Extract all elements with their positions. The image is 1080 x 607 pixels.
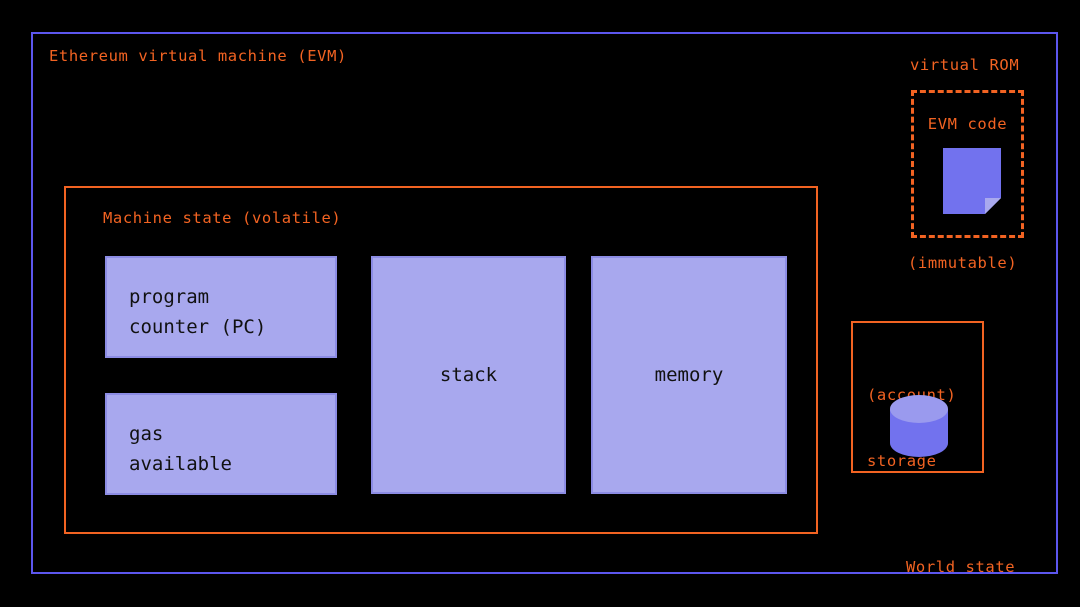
gas-available-label-line1: gas (129, 423, 164, 445)
memory-label: memory (654, 364, 724, 386)
virtual-rom-box: EVM code (911, 90, 1024, 238)
gas-available-label-line2: available (129, 453, 232, 475)
machine-state-box (64, 186, 818, 534)
program-counter-label-line1: program (129, 286, 210, 308)
memory-box: memory (591, 256, 787, 494)
machine-state-title: Machine state (volatile) (103, 209, 342, 227)
database-cylinder-icon (890, 395, 948, 457)
program-counter-label-line2: counter (PC) (129, 316, 267, 338)
world-state-caption: World state (persistent) (901, 512, 1020, 607)
stack-box: stack (371, 256, 566, 494)
evm-code-label: EVM code (927, 115, 1008, 133)
program-counter-box: program counter (PC) (105, 256, 337, 358)
account-storage-box: (account) storage (851, 321, 984, 473)
evm-boundary-box (31, 32, 1058, 574)
virtual-rom-title: virtual ROM (910, 56, 1020, 74)
stack-label: stack (439, 364, 498, 386)
gas-available-box: gas available (105, 393, 337, 495)
evm-title: Ethereum virtual machine (EVM) (49, 47, 347, 65)
document-icon (943, 148, 1001, 214)
immutable-caption: (immutable) (908, 254, 1018, 272)
world-state-caption-line1: World state (905, 558, 1016, 576)
